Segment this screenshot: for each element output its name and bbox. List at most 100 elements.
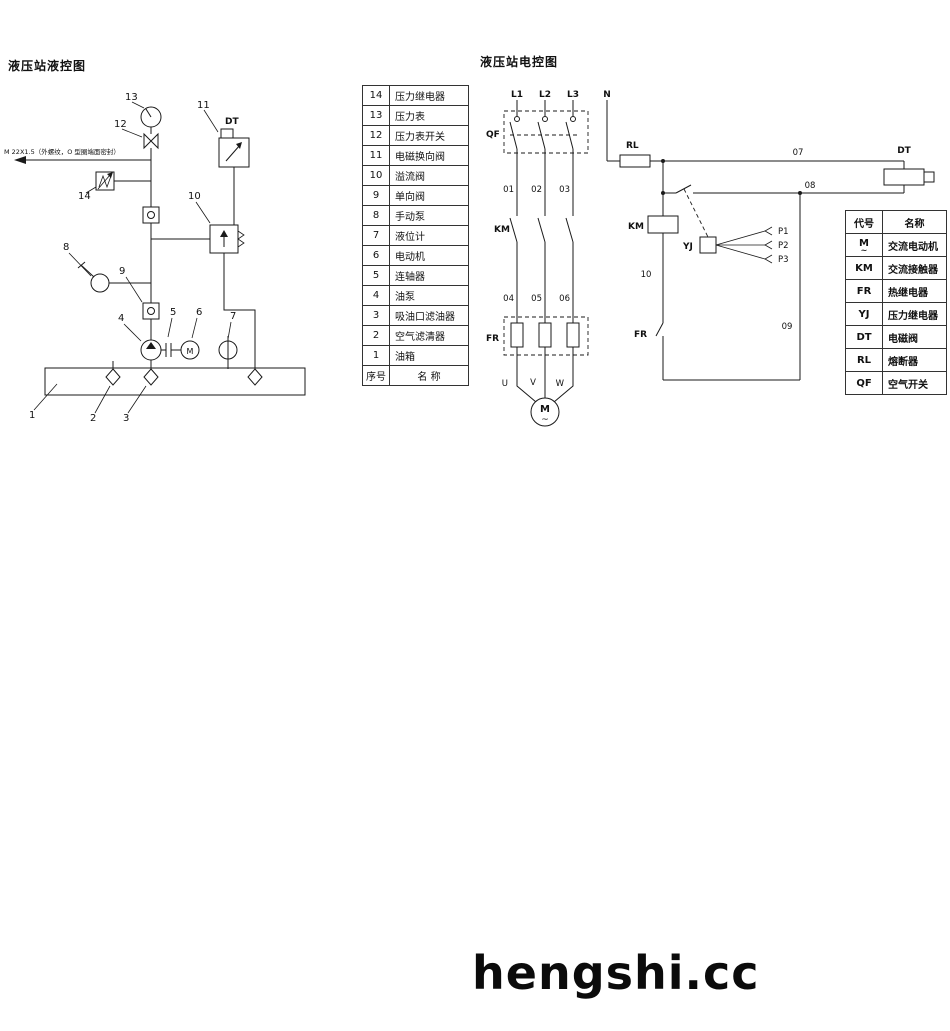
leader-12: [121, 128, 143, 138]
fr-contact-label: FR: [634, 330, 647, 340]
electrical-schematic: L1 L2 L3 N QF 01 02 03 KM 04 05 06: [486, 90, 935, 427]
watermark: hengshi.cc: [472, 946, 760, 1000]
pressure-relay-yj: [683, 188, 773, 264]
gauge-switch-symbol: [143, 132, 159, 150]
callout-14: 14: [78, 191, 91, 202]
callout-6: 6: [196, 307, 202, 318]
fr-elements-label: FR: [486, 334, 499, 344]
part-name: 电磁换向阀: [389, 145, 469, 166]
part-name: 液位计: [389, 225, 469, 246]
qf-label: QF: [486, 130, 500, 140]
legend-code: YJ: [845, 302, 883, 326]
wire-04: 04: [503, 294, 514, 304]
part-name: 空气滤清器: [389, 325, 469, 346]
wire-03: 03: [559, 185, 570, 195]
level-gauge-symbol: [218, 336, 238, 369]
terminal-p3: P3: [778, 255, 789, 265]
pressure-relay-symbol: [95, 171, 151, 191]
phase-l1-label: L1: [511, 90, 523, 100]
motor-m-letter: M: [540, 404, 550, 415]
coupling-symbol: [161, 343, 181, 357]
left-diagram-title: 液压站液控图: [8, 59, 87, 73]
return-filter-symbol: [247, 368, 263, 386]
part-name: 单向阀: [389, 185, 469, 206]
wire-09: 09: [782, 322, 793, 332]
part-name: 压力表开关: [389, 125, 469, 146]
leader-10: [195, 201, 211, 224]
motor-u-label: U: [502, 379, 508, 389]
legend-name: 空气开关: [882, 371, 947, 395]
wire-10: 10: [641, 270, 652, 280]
callout-1: 1: [29, 410, 35, 421]
part-name: 油泵: [389, 285, 469, 306]
km-main-contacts: [509, 217, 574, 323]
oil-pump-symbol: [140, 339, 162, 361]
part-no: 1: [362, 345, 390, 366]
solenoid-valve-symbol: [218, 128, 250, 225]
wire-06: 06: [559, 294, 570, 304]
control-circuit: [606, 100, 905, 381]
phase-lines: [509, 100, 576, 216]
callout-9: 9: [119, 266, 125, 277]
hand-pump-symbol: [77, 261, 151, 293]
leader-9: [125, 276, 143, 303]
check-valve-lower-symbol: [142, 302, 160, 320]
callout-5: 5: [170, 307, 176, 318]
table-header-row: 序号名 称: [362, 365, 469, 386]
phase-l2-label: L2: [539, 90, 551, 100]
wire-08: 08: [805, 181, 816, 191]
legend-code: RL: [845, 348, 883, 372]
thermal-relay-elements: [503, 316, 589, 376]
dt-label: DT: [897, 146, 911, 156]
pressure-gauge-symbol: [140, 106, 162, 134]
leader-3: [127, 385, 147, 414]
part-no: 7: [362, 225, 390, 246]
part-no: 5: [362, 265, 390, 286]
motor-tilde: ~: [541, 415, 549, 425]
legend-name: 熔断器: [882, 348, 947, 372]
legend-name: 电磁阀: [882, 325, 947, 349]
thread-spec-note: M 22X1.5（外螺纹，O 型圈端面密封）: [4, 147, 120, 156]
part-name: 溢流阀: [389, 165, 469, 186]
hydraulic-schematic: M 22X1.5（外螺纹，O 型圈端面密封） 13 12 14: [4, 92, 306, 424]
leader-14: [85, 186, 97, 194]
part-no: 13: [362, 105, 390, 126]
header-name: 名 称: [389, 365, 469, 386]
leader-11: [203, 109, 219, 133]
part-no: 8: [362, 205, 390, 226]
terminal-p1: P1: [778, 227, 789, 237]
part-no: 6: [362, 245, 390, 266]
solenoid-dt: [883, 168, 935, 186]
dt-label: DT: [225, 117, 239, 127]
motor-symbol: M: [180, 340, 200, 360]
phase-l3-label: L3: [567, 90, 579, 100]
part-name: 吸油口滤油器: [389, 305, 469, 326]
legend-code-text: M: [859, 237, 869, 249]
wire-05: 05: [531, 294, 542, 304]
main-pressure-line: [14, 148, 152, 340]
leader-1: [33, 383, 58, 411]
km-coil-label: KM: [628, 222, 644, 232]
check-valve-upper-symbol: [142, 206, 160, 224]
part-no: 12: [362, 125, 390, 146]
part-no: 11: [362, 145, 390, 166]
legend-header-row: 代号名称: [845, 210, 947, 234]
neutral-label: N: [603, 90, 611, 100]
wire-01: 01: [503, 185, 514, 195]
legend-code: DT: [845, 325, 883, 349]
legend-code-sub: ~: [860, 245, 868, 255]
km-contacts-label: KM: [494, 225, 510, 235]
legend-name: 热继电器: [882, 279, 947, 303]
